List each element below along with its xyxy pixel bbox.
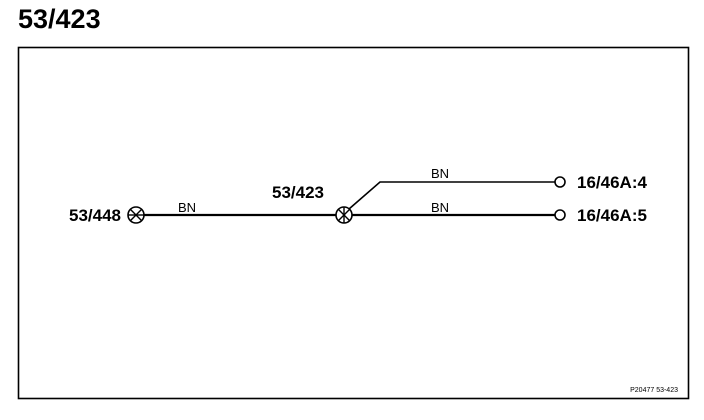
wire-color-left: BN <box>178 200 196 215</box>
connector-upper-label: 16/46A:4 <box>577 173 647 192</box>
wire-upper-segment <box>348 181 555 210</box>
connector-lower-label: 16/46A:5 <box>577 206 647 225</box>
page-title: 53/423 <box>18 4 101 34</box>
diagram-border <box>17 46 690 400</box>
connector-pin-upper-icon <box>554 176 566 188</box>
splice-center-symbol <box>335 206 353 224</box>
splice-left-label: 53/448 <box>69 206 121 225</box>
splice-left-symbol <box>127 206 145 224</box>
splice-center-label: 53/423 <box>272 183 324 202</box>
wire-color-upper: BN <box>431 166 449 181</box>
wire-color-lower: BN <box>431 200 449 215</box>
reference-code: P20477 53-423 <box>630 387 678 394</box>
connector-pin-lower-icon <box>554 209 566 221</box>
